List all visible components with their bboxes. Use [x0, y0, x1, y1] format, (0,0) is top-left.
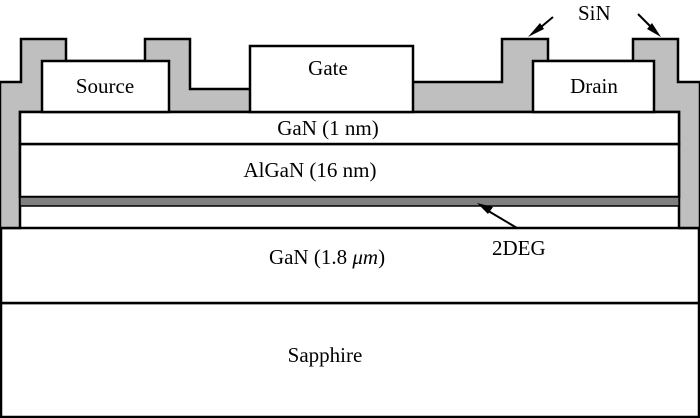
drain-label: Drain	[570, 74, 618, 98]
gate-contact	[248, 44, 415, 114]
sin-arrow-right	[637, 13, 661, 37]
algan-layer	[18, 142, 681, 199]
gate-label: Gate	[308, 56, 348, 80]
gan-buffer-prefix: GaN (1.8	[269, 245, 352, 269]
sapphire-layer	[0, 301, 700, 418]
twodeg-label: 2DEG	[492, 236, 546, 260]
twodeg-channel	[19, 196, 680, 207]
gan-buffer-label: GaN (1.8 μm)	[269, 245, 385, 269]
twodeg-arrow	[477, 203, 518, 229]
gan-buffer-layer	[0, 226, 700, 305]
source-contact	[40, 59, 171, 114]
gan-cap-label: GaN (1 nm)	[277, 116, 378, 140]
drain-contact	[531, 59, 656, 114]
gan-buffer-suffix: )	[378, 245, 385, 269]
sin-label: SiN	[578, 1, 611, 25]
gan-cap-layer	[18, 110, 681, 146]
sapphire-label: Sapphire	[288, 343, 363, 367]
algan-label: AlGaN (16 nm)	[244, 158, 377, 182]
gan-buffer-unit: μm	[351, 245, 378, 269]
sin-arrow-left	[528, 16, 554, 37]
source-label: Source	[76, 74, 134, 98]
